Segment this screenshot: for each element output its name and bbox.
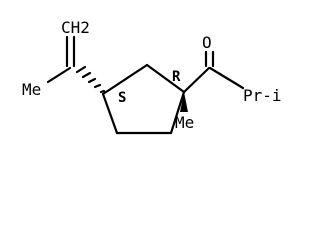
stereo-label-r: R xyxy=(172,69,181,85)
isopropyl-label: Pr-i xyxy=(243,86,282,105)
structure-canvas: O CH2 Me Me Pr-i S R xyxy=(22,18,282,135)
oxygen-label: O xyxy=(202,33,212,52)
stereo-label-s: S xyxy=(118,90,126,106)
methyl-left-label: Me xyxy=(22,80,41,99)
ch2-label: CH2 xyxy=(61,18,90,37)
ring-bond-left-upper xyxy=(101,63,149,96)
solid-wedge-bond xyxy=(180,92,188,112)
hashed-wedge-bond xyxy=(75,65,106,94)
ring-to-carbonyl-bond xyxy=(182,66,211,94)
carbonyl-to-isopropyl-bond xyxy=(208,66,245,90)
vinyl-to-methyl-bond xyxy=(46,66,72,84)
ring-bond-left-lower xyxy=(101,92,119,135)
methyl-bottom-label: Me xyxy=(175,113,194,132)
ring-bond-top xyxy=(145,63,186,94)
ring-bond-right-lower xyxy=(169,90,186,135)
molecule-diagram: O CH2 Me Me Pr-i S R xyxy=(22,18,282,135)
